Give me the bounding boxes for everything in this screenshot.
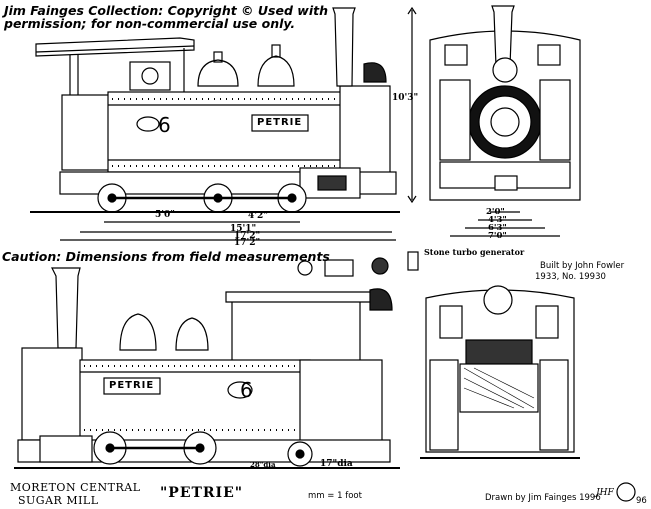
dim-frame-length: 15'1" <box>230 224 257 234</box>
copyright-circle-icon <box>616 482 636 502</box>
copyright-year: 96 <box>636 496 647 506</box>
copyright-label-2: permission; for non-commercial use only. <box>4 16 296 31</box>
copyright-label: Copyright © Used with <box>163 3 328 18</box>
dim-height: 10'3" <box>392 93 419 103</box>
dim-wheel-small: 17"dia <box>320 459 353 469</box>
rear-elevation-bottom <box>420 285 580 459</box>
owner-line-2: SUGAR MILL <box>18 494 99 507</box>
side-elevation-bottom <box>14 267 400 469</box>
header-line-1: Jim Fainges Collection: Copyright © Used… <box>4 4 328 17</box>
scale-note: mm = 1 foot <box>308 491 362 501</box>
builder-line-2: 1933, No. 19930 <box>535 272 606 282</box>
dim-length-2: 17'2" <box>234 238 261 248</box>
number-top: 6 <box>158 113 171 137</box>
signature: JHF <box>596 488 614 498</box>
builder-line-1: Built by John Fowler <box>540 261 625 271</box>
dim-wheel-large: 28"dia <box>250 460 276 469</box>
side-elevation-top <box>30 6 417 241</box>
dim-width-2: 6'3" <box>488 223 507 233</box>
nameplate-top: PETRIE <box>257 117 303 128</box>
dim-wheelbase: 5'0" <box>155 210 175 220</box>
dim-gauge: 2'0" <box>486 207 505 217</box>
dim-width-3: 7'0" <box>488 231 507 241</box>
owner-line-1: MORETON CENTRAL <box>10 481 141 494</box>
dim-length-1: 17'2" <box>234 231 261 241</box>
nameplate-bottom: PETRIE <box>109 380 155 391</box>
front-elevation-top <box>429 5 581 237</box>
collection-label: Jim Fainges Collection: <box>4 3 164 18</box>
turbo-generator-label: Stone turbo generator <box>424 247 525 257</box>
turbo-generator-sketches <box>297 251 419 277</box>
number-bottom: 6 <box>240 378 253 402</box>
locomotive-title: "PETRIE" <box>160 485 244 501</box>
dim-width-1: 4'3" <box>488 215 507 225</box>
dim-rear-overhang: 4'2" <box>248 211 268 221</box>
caution-note: Caution: Dimensions from field measureme… <box>2 249 330 264</box>
drawn-by: Drawn by Jim Fainges 1996 <box>485 493 601 503</box>
